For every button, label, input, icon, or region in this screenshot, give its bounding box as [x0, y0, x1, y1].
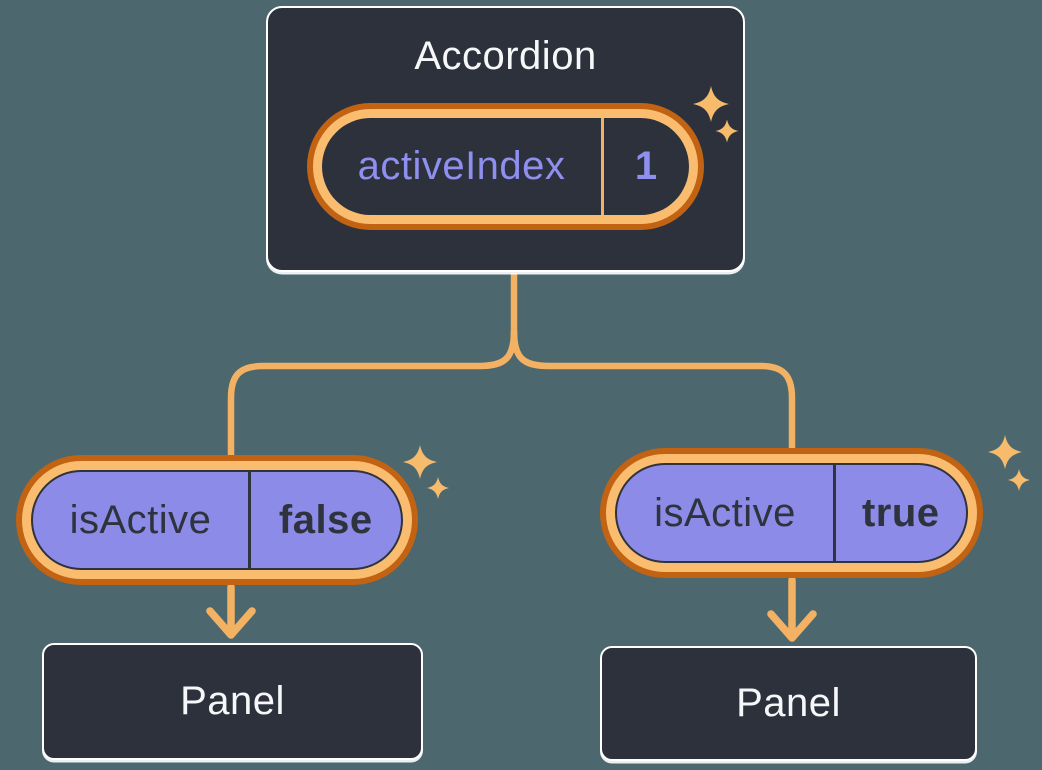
prop-pill-left: isActive false: [16, 455, 418, 585]
panel-label: Panel: [180, 679, 285, 723]
accordion-title: Accordion: [414, 34, 597, 78]
prop-pill-left-divider: [248, 472, 251, 568]
prop-pill-right: isActive true: [600, 448, 983, 578]
prop-pill-right-divider: [833, 465, 836, 561]
prop-pill-right-body: isActive true: [615, 463, 968, 563]
state-pill: activeIndex 1: [307, 103, 704, 230]
state-pill-value: 1: [634, 144, 658, 188]
connector-branch-left: [227, 330, 518, 456]
prop-pill-right-label: isActive: [654, 490, 796, 535]
panel-card-left: Panel: [42, 643, 423, 760]
prop-pill-left-value: false: [278, 497, 373, 542]
panel-label: Panel: [736, 681, 841, 725]
arrow-down-icon: [767, 576, 817, 642]
arrow-down-icon: [206, 583, 256, 639]
connector-branch-right: [510, 330, 796, 450]
panel-card-right: Panel: [600, 646, 977, 761]
prop-pill-right-value: true: [861, 490, 940, 535]
state-pill-body: activeIndex 1: [322, 118, 689, 215]
accordion-card: Accordion activeIndex 1: [266, 6, 745, 272]
state-pill-label: activeIndex: [357, 144, 566, 188]
prop-pill-left-body: isActive false: [31, 470, 403, 570]
prop-pill-left-label: isActive: [69, 497, 212, 542]
state-pill-divider: [601, 118, 604, 215]
